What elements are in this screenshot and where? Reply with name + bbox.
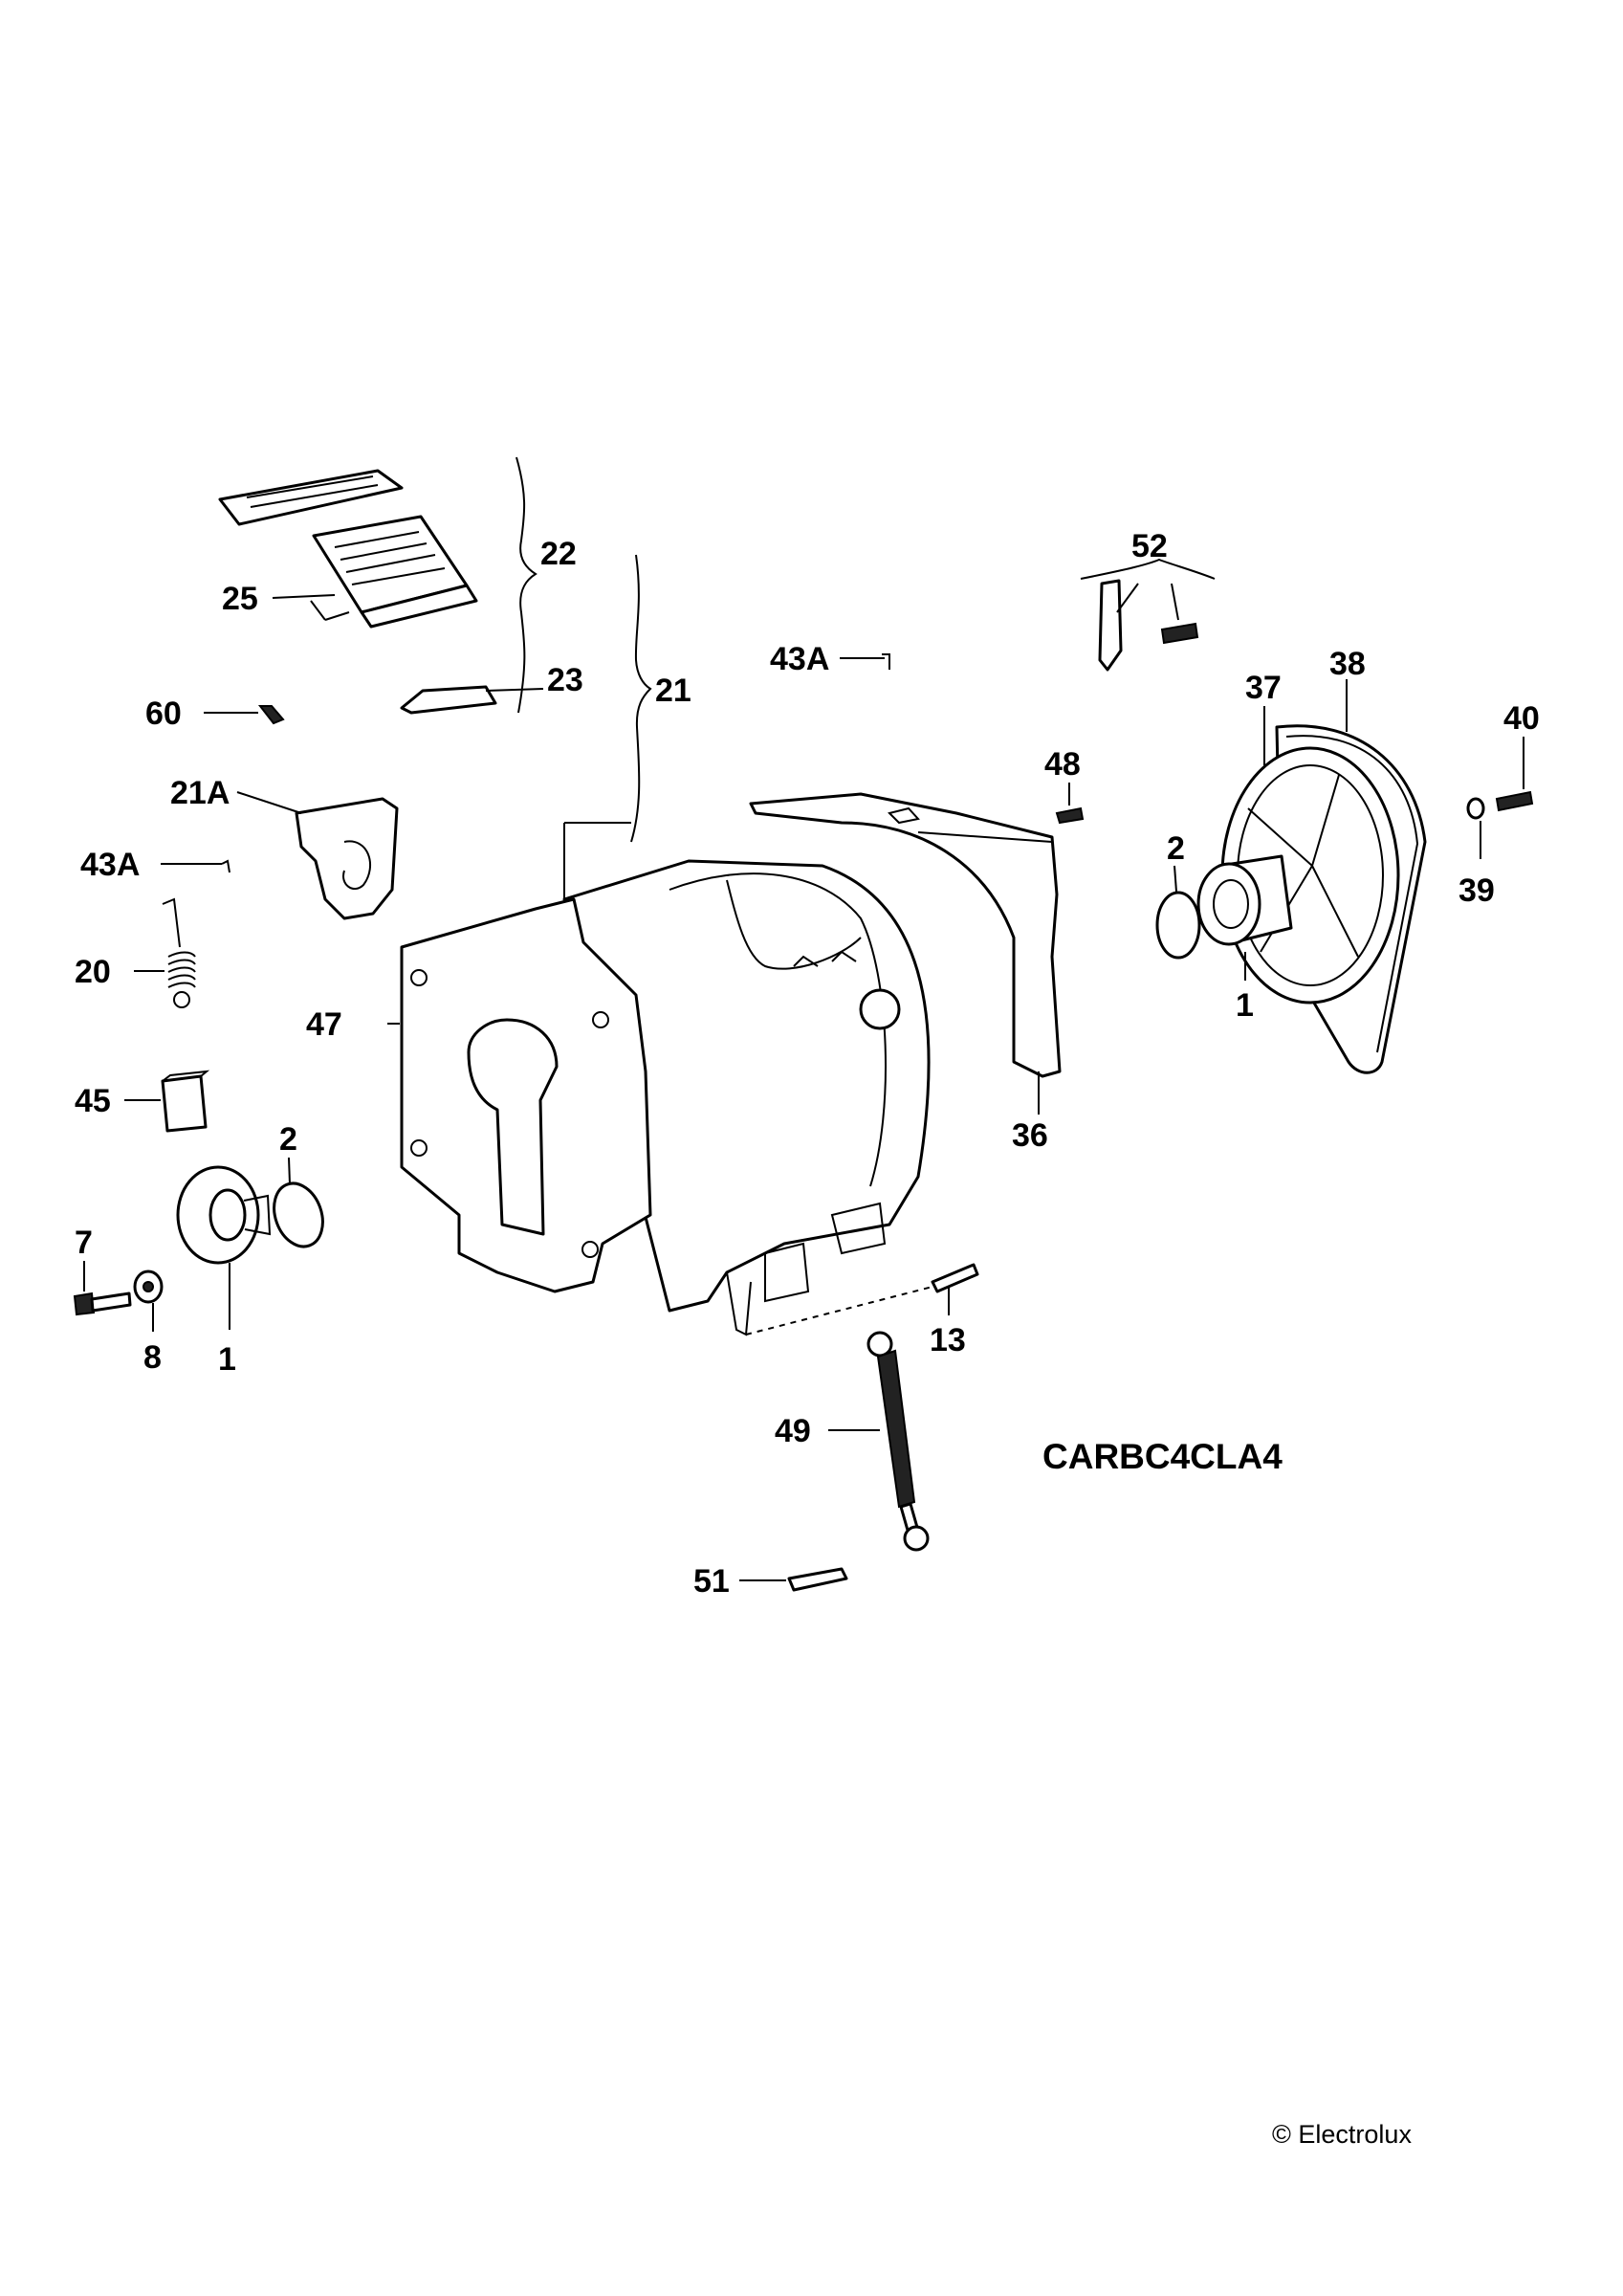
part-2-oring-right xyxy=(1155,891,1201,960)
part-51-pin xyxy=(787,1567,848,1592)
label-25: 25 xyxy=(222,581,258,617)
part-45-block xyxy=(161,1070,210,1133)
part-1-bearing-housing-left xyxy=(176,1165,272,1330)
label-47: 47 xyxy=(306,1006,342,1043)
part-13-bolt xyxy=(931,1263,979,1293)
label-37: 37 xyxy=(1245,670,1282,706)
part-20-spring xyxy=(162,897,196,1008)
label-2-left: 2 xyxy=(279,1121,297,1158)
label-21: 21 xyxy=(655,673,691,709)
label-38: 38 xyxy=(1329,646,1366,682)
brace-21 xyxy=(630,554,652,843)
label-51: 51 xyxy=(693,1563,730,1600)
copyright-text: © Electrolux xyxy=(1272,2120,1412,2149)
label-23: 23 xyxy=(547,662,583,698)
label-2-right: 2 xyxy=(1167,830,1185,867)
label-52: 52 xyxy=(1131,528,1168,564)
brace-22 xyxy=(515,456,537,714)
label-1-left: 1 xyxy=(218,1341,236,1378)
label-13: 13 xyxy=(930,1322,966,1358)
label-1-right: 1 xyxy=(1236,987,1254,1024)
part-40-screw xyxy=(1495,790,1534,812)
part-22-grille-assembly xyxy=(218,469,478,629)
part-37-pulley xyxy=(1196,746,1400,1004)
label-8: 8 xyxy=(143,1339,162,1376)
part-48-screw xyxy=(1055,806,1085,825)
label-43a-left: 43A xyxy=(80,847,140,883)
part-36-tub-rear xyxy=(749,792,1062,1115)
label-22: 22 xyxy=(540,536,577,572)
label-21a: 21A xyxy=(170,775,230,811)
part-43a-clip-left xyxy=(221,859,230,873)
part-47-tub-front xyxy=(387,822,931,1336)
part-23-strip xyxy=(400,685,497,715)
part-39-washer xyxy=(1466,797,1485,820)
label-60: 60 xyxy=(145,695,182,732)
label-36: 36 xyxy=(1012,1117,1048,1154)
label-49: 49 xyxy=(775,1413,811,1449)
part-2-oring-left xyxy=(273,1181,324,1248)
label-40: 40 xyxy=(1503,700,1540,737)
part-52-bracket xyxy=(1098,579,1199,672)
label-48: 48 xyxy=(1044,746,1081,783)
label-43a-top: 43A xyxy=(770,641,829,677)
diagram-code: CARBC4CLA4 xyxy=(1042,1437,1283,1476)
part-49-damper xyxy=(866,1331,930,1552)
part-21a-bracket xyxy=(236,791,399,920)
part-60-screw xyxy=(204,705,285,725)
label-20: 20 xyxy=(75,954,111,990)
label-45: 45 xyxy=(75,1083,111,1119)
part-7-bolt xyxy=(73,1261,132,1316)
label-39: 39 xyxy=(1459,872,1495,909)
part-43a-clip-top xyxy=(882,653,890,670)
label-7: 7 xyxy=(75,1225,93,1261)
